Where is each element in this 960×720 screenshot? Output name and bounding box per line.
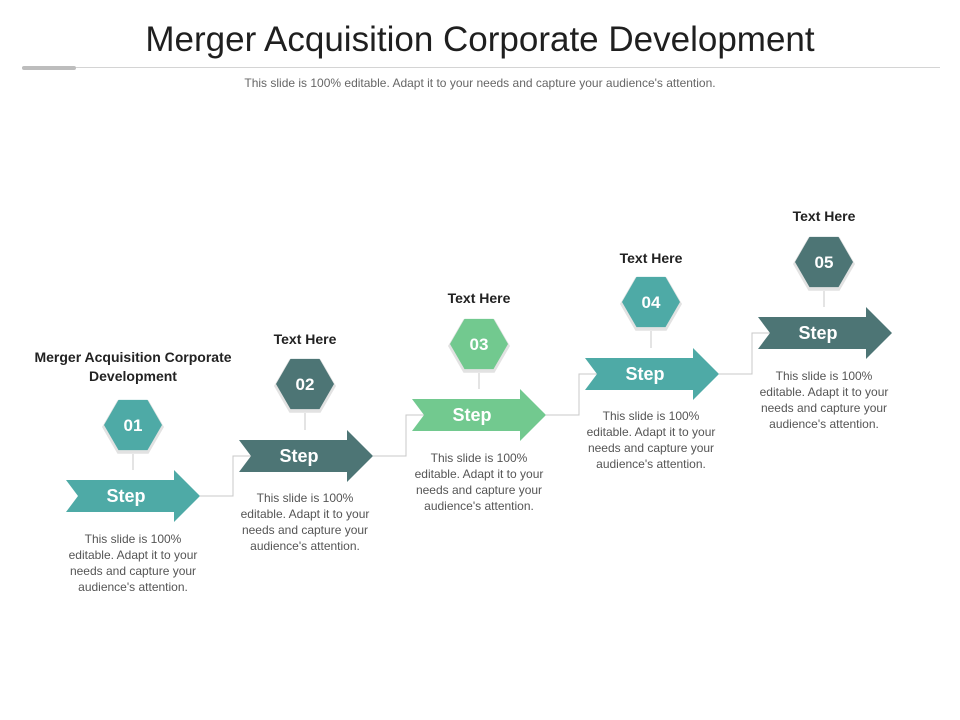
step-number-hexagon (795, 236, 853, 288)
step-heading: Text Here (273, 331, 337, 347)
step-arrow (585, 348, 719, 400)
step-description: This slide is 100% editable. Adapt it to… (586, 409, 716, 471)
step-heading: Text Here (792, 208, 856, 224)
step-description: This slide is 100% editable. Adapt it to… (240, 491, 370, 553)
connector-line (373, 414, 424, 457)
step-number-hexagon (104, 399, 162, 451)
step-arrow (66, 470, 200, 522)
title-divider (22, 67, 940, 68)
step-heading: Merger Acquisition Corporate Development (34, 349, 232, 384)
step-number-hexagon (622, 276, 680, 328)
step-number: 04 (642, 293, 661, 312)
title-divider-accent (22, 66, 76, 70)
step-description: This slide is 100% editable. Adapt it to… (414, 451, 544, 513)
step-arrow-label: Step (279, 446, 318, 466)
step-heading: Text Here (619, 250, 683, 266)
connector-line (719, 332, 770, 375)
step-number: 02 (296, 375, 315, 394)
connector-line (200, 455, 251, 497)
connector-line (546, 373, 597, 416)
step-number: 05 (815, 253, 834, 272)
step-arrow-label: Step (625, 364, 664, 384)
step-arrow-label: Step (106, 486, 145, 506)
page-subtitle: This slide is 100% editable. Adapt it to… (244, 76, 716, 90)
step-number: 01 (124, 416, 143, 435)
step-number-hexagon (450, 318, 508, 370)
step-description: This slide is 100% editable. Adapt it to… (68, 532, 198, 594)
step-arrow (412, 389, 546, 441)
step-heading: Text Here (447, 290, 511, 306)
step-number: 03 (470, 335, 489, 354)
step-arrow-label: Step (798, 323, 837, 343)
step-description: This slide is 100% editable. Adapt it to… (759, 369, 889, 431)
step-connectors (200, 332, 770, 497)
step-arrow (239, 430, 373, 482)
step-arrow (758, 307, 892, 359)
step-number-hexagon (276, 358, 334, 410)
page-title: Merger Acquisition Corporate Development (145, 20, 815, 59)
step-arrow-label: Step (452, 405, 491, 425)
